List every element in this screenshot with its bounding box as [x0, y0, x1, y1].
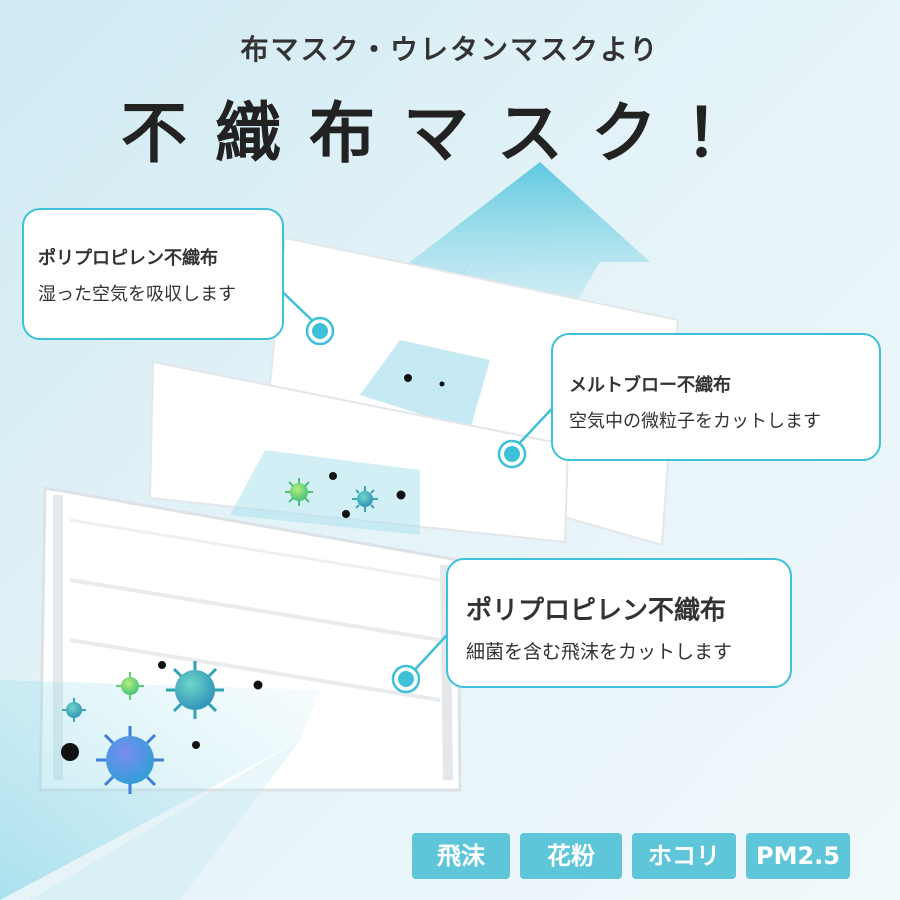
beam-front-edge — [30, 740, 300, 900]
beam-back — [360, 340, 490, 430]
particle-dot — [342, 510, 350, 518]
callout-text: 湿った空気を吸収します — [38, 284, 236, 305]
tag-pollen: 花粉 — [520, 833, 622, 879]
callout-marker — [305, 316, 335, 346]
callout-heading: ポリプロピレン不織布 — [466, 596, 727, 626]
callout-heading: ポリプロピレン不織布 — [38, 248, 218, 269]
particle-dot — [253, 680, 263, 690]
tag-pm25: PM2.5 — [746, 833, 850, 879]
callout-outer-layer: ポリプロピレン不織布 湿った空気を吸収します — [22, 208, 284, 340]
callout-text: 細菌を含む飛沫をカットします — [466, 641, 733, 663]
particle-dot — [404, 374, 412, 382]
particle-dot — [439, 381, 445, 387]
particle-dot — [158, 661, 166, 669]
callout-middle-layer: メルトブロー不織布 空気中の微粒子をカットします — [551, 333, 881, 461]
callout-inner-layer: ポリプロピレン不織布 細菌を含む飛沫をカットします — [446, 558, 792, 688]
virus-icon — [116, 672, 144, 700]
virus-icon — [166, 661, 224, 719]
callout-text: 空気中の微粒子をカットします — [569, 411, 821, 432]
virus-icon — [96, 726, 164, 794]
tag-droplets: 飛沫 — [412, 833, 510, 879]
beam-middle — [230, 450, 420, 535]
virus-icon — [285, 478, 313, 506]
virus-icon — [352, 486, 378, 512]
tag-list: 飛沫 花粉 ホコリ PM2.5 — [412, 833, 850, 879]
callout-heading: メルトブロー不織布 — [569, 375, 731, 396]
subtitle: 布マスク・ウレタンマスクより — [240, 33, 660, 66]
beam-front — [0, 680, 320, 900]
page-title: 不織布マスク！ — [121, 95, 779, 172]
callout-marker — [391, 664, 421, 694]
particle-dot — [61, 743, 79, 761]
tag-dust: ホコリ — [632, 833, 736, 879]
particle-dot — [396, 490, 406, 500]
particle-dot — [329, 472, 337, 480]
callout-marker — [497, 439, 527, 469]
virus-icon — [62, 698, 86, 722]
particle-dot — [192, 741, 200, 749]
